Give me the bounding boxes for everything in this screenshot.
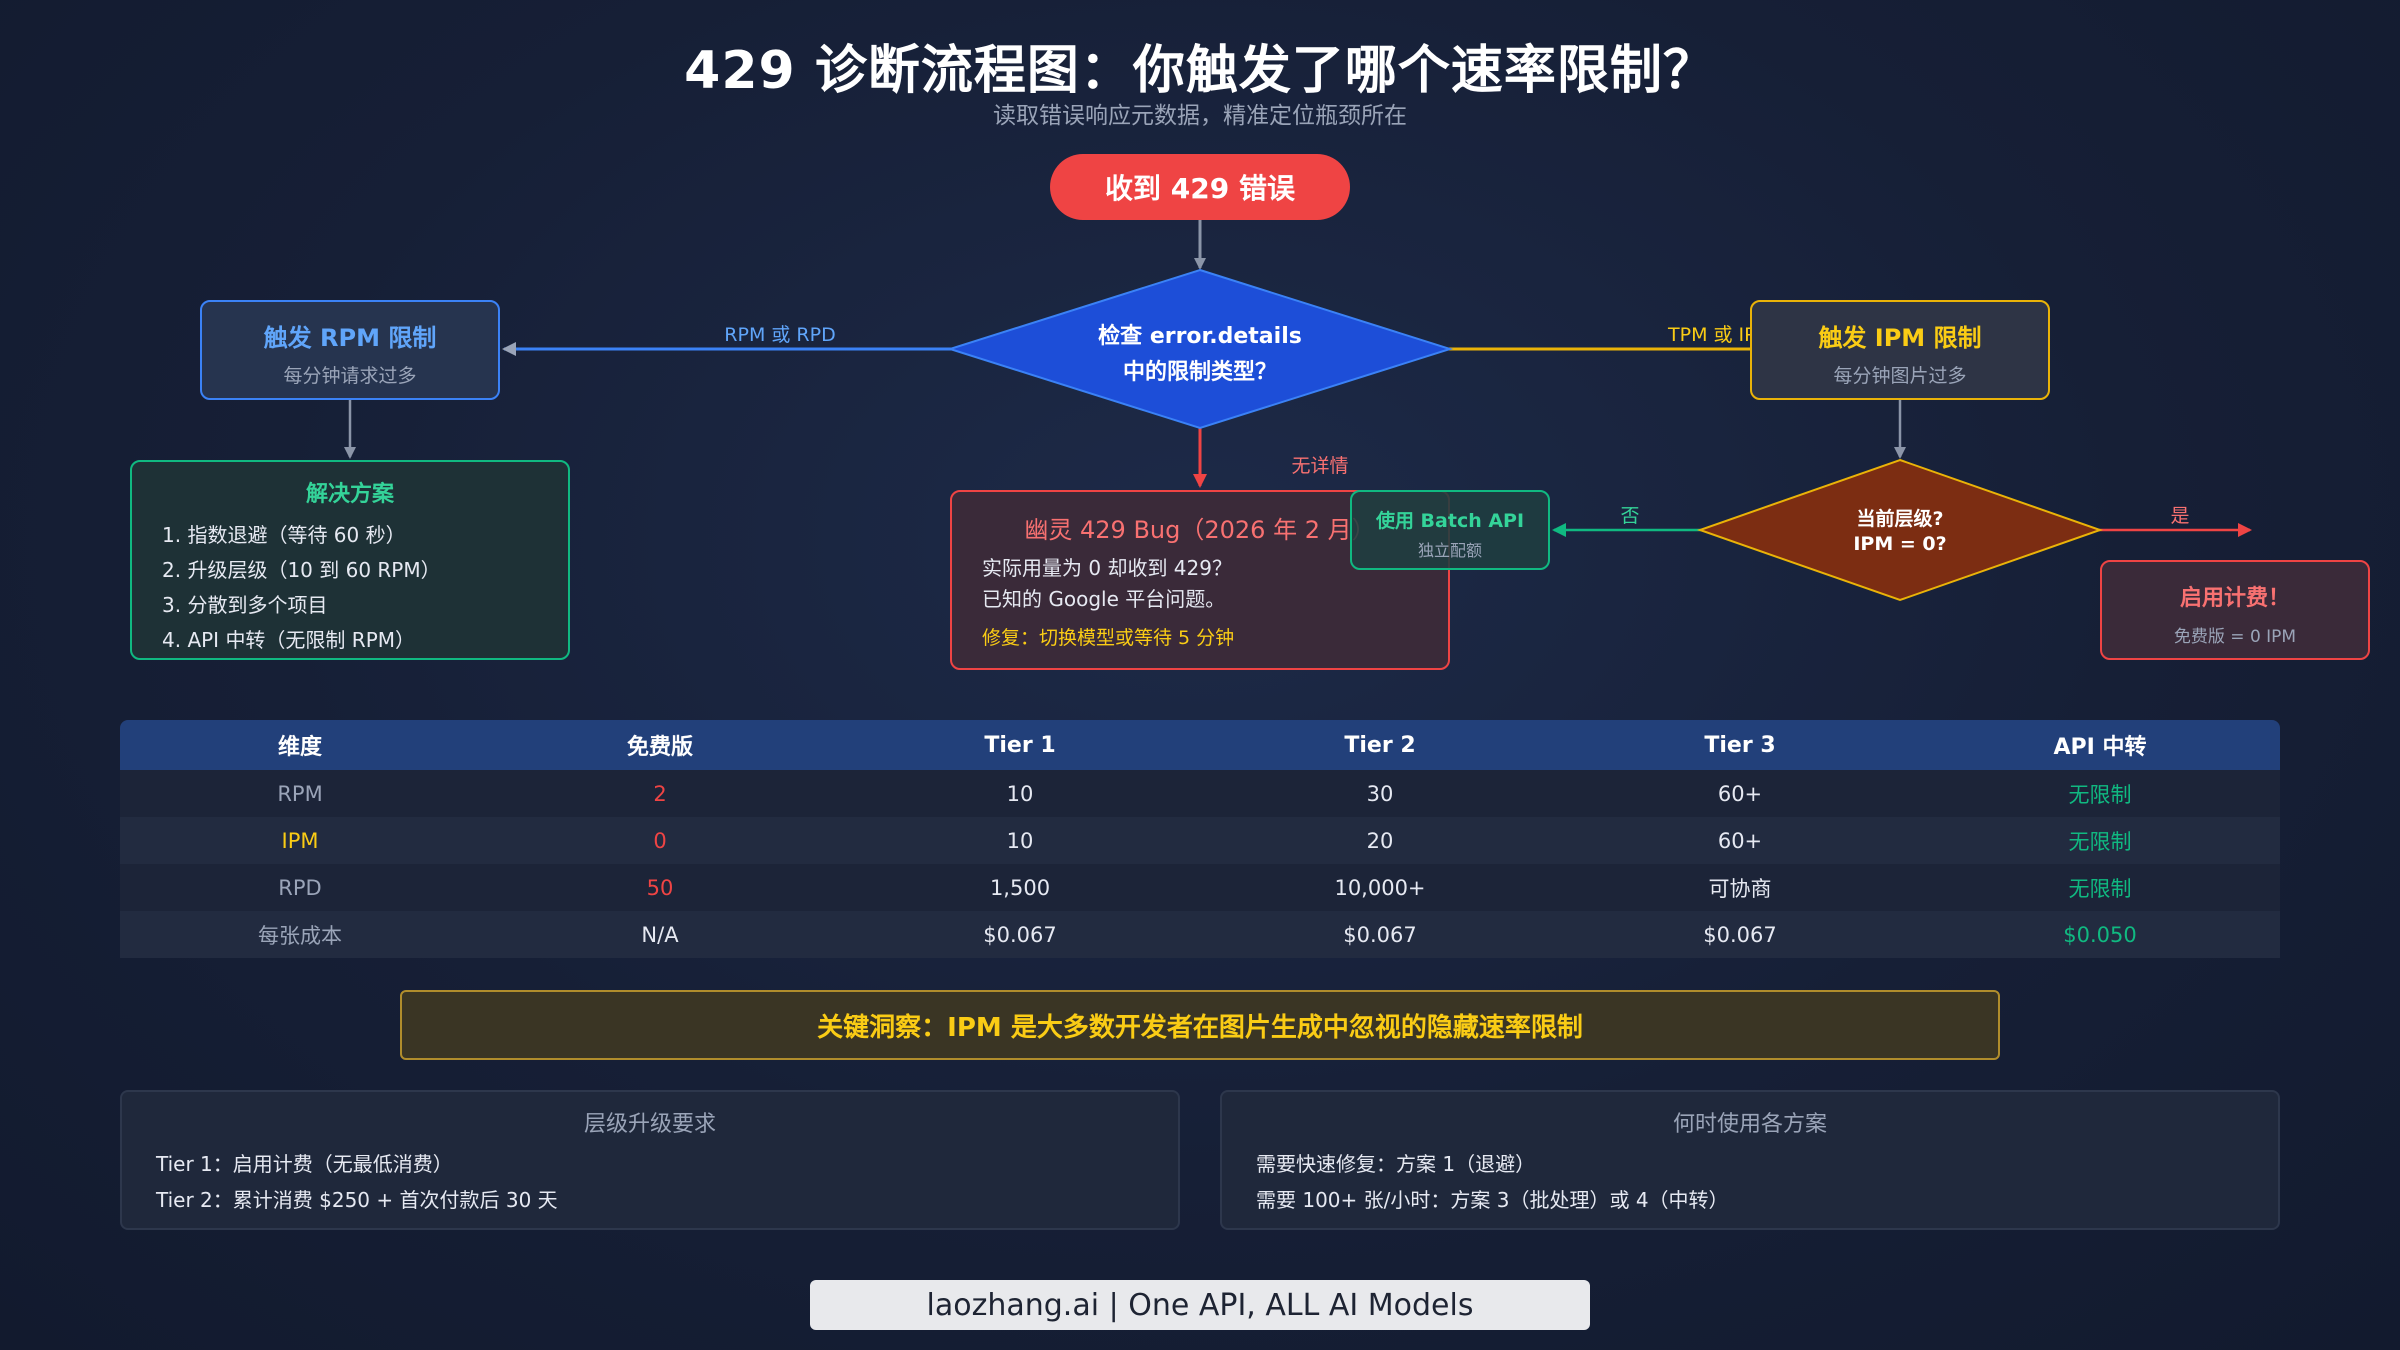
edge-label-rpm: RPM 或 RPD bbox=[724, 324, 836, 346]
table-cell: 无限制 bbox=[1920, 817, 2280, 864]
table-cell: $0.067 bbox=[840, 911, 1200, 958]
ipm-limit-box: 触发 IPM 限制 每分钟图片过多 bbox=[1750, 300, 2050, 400]
table-row: 每张成本 N/A $0.067 $0.067 $0.067 $0.050 bbox=[120, 911, 2280, 958]
enable-billing-box: 启用计费！ 免费版 = 0 IPM bbox=[2100, 560, 2370, 660]
table-cell: 10 bbox=[840, 817, 1200, 864]
solutions-list: 1. 指数退避（等待 60 秒） 2. 升级层级（10 到 60 RPM） 3.… bbox=[132, 518, 568, 658]
solution-item: 3. 分散到多个项目 bbox=[162, 593, 328, 617]
key-insight-banner: 关键洞察：IPM 是大多数开发者在图片生成中忽视的隐藏速率限制 bbox=[400, 990, 2000, 1060]
table-header: API 中转 bbox=[1920, 720, 2280, 770]
footer-brand: laozhang.ai | One API, ALL AI Models bbox=[810, 1280, 1590, 1330]
batch-api-title: 使用 Batch API bbox=[1375, 510, 1525, 532]
page-subtitle: 读取错误响应元数据，精准定位瓶颈所在 bbox=[993, 103, 1407, 129]
edge-label-no: 否 bbox=[1620, 505, 1640, 527]
decision-diamond-tier bbox=[1696, 458, 2104, 602]
table-header-row: 维度 免费版 Tier 1 Tier 2 Tier 3 API 中转 bbox=[120, 720, 2280, 770]
ghost-429-line1: 实际用量为 0 却收到 429？ bbox=[982, 556, 1232, 580]
solution-item: 2. 升级层级（10 到 60 RPM） bbox=[162, 558, 441, 582]
table-row: IPM 0 10 20 60+ 无限制 bbox=[120, 817, 2280, 864]
table-cell: 20 bbox=[1200, 817, 1560, 864]
edge-label-tpm: TPM 或 IPM bbox=[1668, 324, 1772, 346]
page-title: 429 诊断流程图：你触发了哪个速率限制？ bbox=[684, 41, 1716, 101]
table-cell: N/A bbox=[480, 911, 840, 958]
decision-main-line2: 中的限制类型？ bbox=[1122, 360, 1277, 385]
tier-comparison-table: 维度 免费版 Tier 1 Tier 2 Tier 3 API 中转 RPM 2… bbox=[120, 720, 2280, 958]
rpm-limit-box: 触发 RPM 限制 每分钟请求过多 bbox=[200, 300, 500, 400]
table-cell: 无限制 bbox=[1920, 770, 2280, 817]
table-cell: 10 bbox=[840, 770, 1200, 817]
tier-upgrade-title: 层级升级要求 bbox=[583, 1112, 716, 1137]
ipm-limit-subtitle: 每分钟图片过多 bbox=[1833, 365, 1967, 387]
ipm-limit-title: 触发 IPM 限制 bbox=[1818, 324, 1982, 352]
enable-billing-title: 启用计费！ bbox=[2179, 586, 2290, 611]
ghost-429-line2: 已知的 Google 平台问题。 bbox=[982, 587, 1226, 611]
table-cell: 10,000+ bbox=[1200, 864, 1560, 911]
decision-tier-line1: 当前层级? bbox=[1856, 508, 1944, 530]
ghost-429-fix: 修复：切换模型或等待 5 分钟 bbox=[982, 627, 1235, 649]
table-header: 免费版 bbox=[480, 720, 840, 770]
table-cell: 每张成本 bbox=[120, 911, 480, 958]
table-row: RPD 50 1,500 10,000+ 可协商 无限制 bbox=[120, 864, 2280, 911]
when-to-use-title: 何时使用各方案 bbox=[1672, 1112, 1827, 1137]
table-header: Tier 3 bbox=[1560, 720, 1920, 770]
table-header: 维度 bbox=[120, 720, 480, 770]
decision-tier-label: 当前层级? IPM = 0? bbox=[1780, 504, 2020, 555]
table-cell: 1,500 bbox=[840, 864, 1200, 911]
rpm-limit-subtitle: 每分钟请求过多 bbox=[283, 365, 417, 387]
table-cell: RPD bbox=[120, 864, 480, 911]
decision-main-label: 检查 error.details 中的限制类型？ bbox=[1050, 318, 1350, 386]
table-cell: 60+ bbox=[1560, 817, 1920, 864]
decision-main-line1: 检查 error.details bbox=[1098, 324, 1302, 349]
table-cell: $0.067 bbox=[1200, 911, 1560, 958]
table-header: Tier 2 bbox=[1200, 720, 1560, 770]
table-cell: 无限制 bbox=[1920, 864, 2280, 911]
table-cell: 60+ bbox=[1560, 770, 1920, 817]
batch-api-box: 使用 Batch API 独立配额 bbox=[1350, 490, 1550, 570]
tier-upgrade-panel: 层级升级要求 Tier 1：启用计费（无最低消费） Tier 2：累计消费 $2… bbox=[120, 1090, 1180, 1230]
when-to-use-line: 需要 100+ 张/小时：方案 3（批处理）或 4（中转） bbox=[1256, 1188, 1729, 1212]
table-header: Tier 1 bbox=[840, 720, 1200, 770]
table-cell: 可协商 bbox=[1560, 864, 1920, 911]
enable-billing-subtitle: 免费版 = 0 IPM bbox=[2173, 627, 2297, 647]
start-node-429-error: 收到 429 错误 bbox=[1050, 154, 1350, 220]
table-cell: $0.067 bbox=[1560, 911, 1920, 958]
table-cell: 50 bbox=[480, 864, 840, 911]
table-cell: IPM bbox=[120, 817, 480, 864]
table-cell: 30 bbox=[1200, 770, 1560, 817]
table-cell: $0.050 bbox=[1920, 911, 2280, 958]
decision-tier-line2: IPM = 0? bbox=[1853, 533, 1947, 555]
batch-api-subtitle: 独立配额 bbox=[1417, 541, 1482, 560]
table-row: RPM 2 10 30 60+ 无限制 bbox=[120, 770, 2280, 817]
table-cell: 0 bbox=[480, 817, 840, 864]
table-cell: 2 bbox=[480, 770, 840, 817]
solution-item: 4. API 中转（无限制 RPM） bbox=[162, 628, 416, 652]
edge-label-yes: 是 bbox=[2170, 505, 2190, 527]
decision-diamond-main bbox=[946, 268, 1454, 430]
tier-upgrade-line: Tier 1：启用计费（无最低消费） bbox=[156, 1152, 453, 1176]
when-to-use-line: 需要快速修复：方案 1（退避） bbox=[1256, 1152, 1536, 1176]
table-cell: RPM bbox=[120, 770, 480, 817]
solutions-box: 解决方案 1. 指数退避（等待 60 秒） 2. 升级层级（10 到 60 RP… bbox=[130, 460, 570, 660]
solution-item: 1. 指数退避（等待 60 秒） bbox=[162, 523, 406, 547]
edge-label-none: 无详情 bbox=[1291, 455, 1349, 477]
rpm-limit-title: 触发 RPM 限制 bbox=[263, 324, 437, 352]
tier-upgrade-line: Tier 2：累计消费 $250 + 首次付款后 30 天 bbox=[156, 1188, 558, 1212]
solutions-title: 解决方案 bbox=[305, 482, 394, 507]
when-to-use-panel: 何时使用各方案 需要快速修复：方案 1（退避） 需要 100+ 张/小时：方案 … bbox=[1220, 1090, 2280, 1230]
ghost-429-title: 幽灵 429 Bug（2026 年 2 月） bbox=[1024, 516, 1376, 544]
